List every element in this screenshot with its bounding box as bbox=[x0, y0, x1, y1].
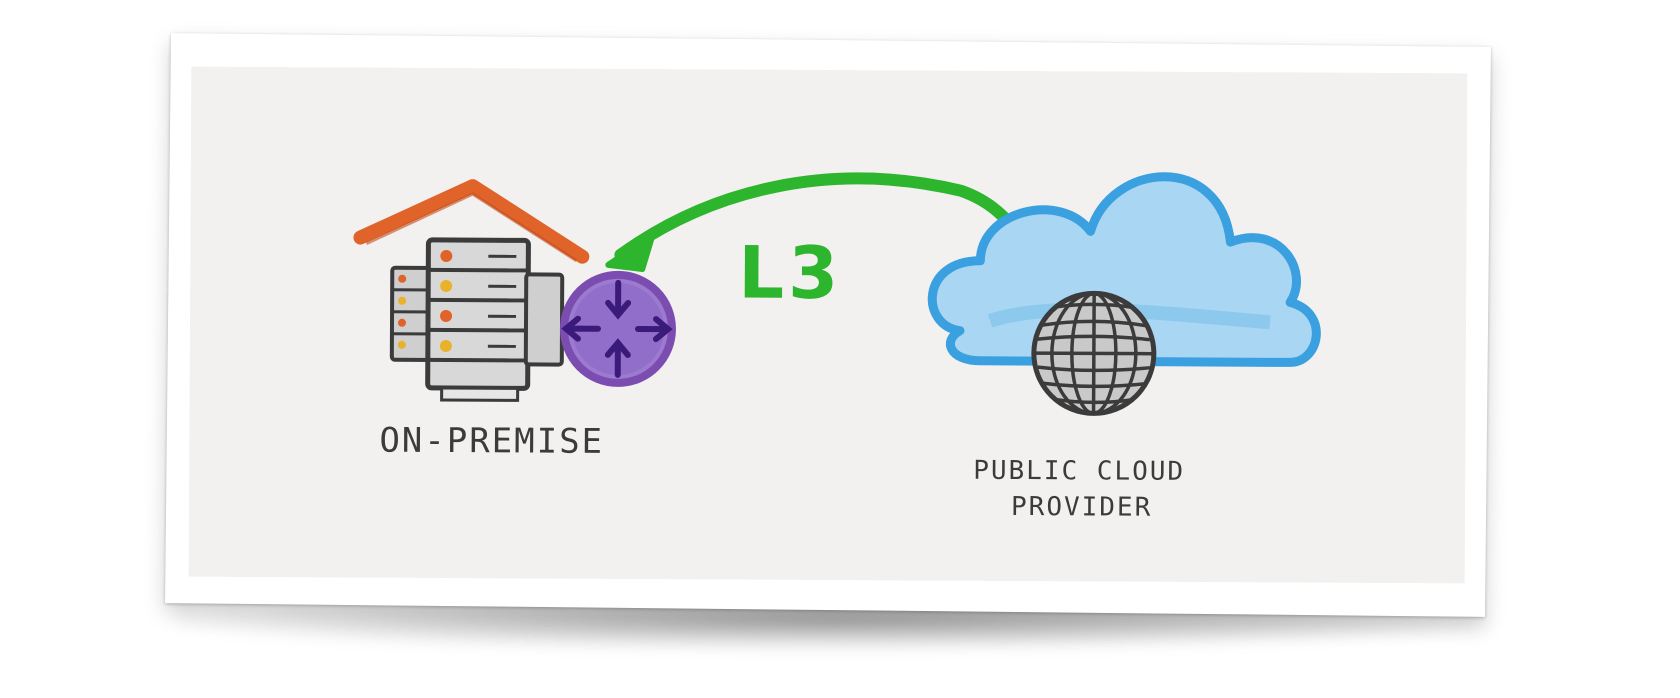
network-diagram: ON-PREMISE L3 bbox=[353, 172, 1321, 523]
router-icon bbox=[559, 270, 676, 387]
on-premise-node: ON-PREMISE bbox=[353, 179, 676, 462]
public-cloud-label-line2: PROVIDER bbox=[1011, 492, 1152, 523]
public-cloud-node: PUBLIC CLOUD PROVIDER bbox=[927, 172, 1321, 523]
photo-card: ON-PREMISE L3 bbox=[165, 33, 1491, 617]
public-cloud-label-line1: PUBLIC CLOUD bbox=[973, 456, 1185, 487]
on-premise-label: ON-PREMISE bbox=[379, 421, 604, 462]
main-server-rack-icon bbox=[425, 237, 531, 402]
sketch-area: ON-PREMISE L3 bbox=[188, 66, 1468, 584]
roof-icon bbox=[353, 179, 590, 264]
globe-icon bbox=[1031, 290, 1157, 416]
l3-label: L3 bbox=[738, 231, 842, 316]
bidirectional-arrow-icon bbox=[614, 172, 1027, 261]
